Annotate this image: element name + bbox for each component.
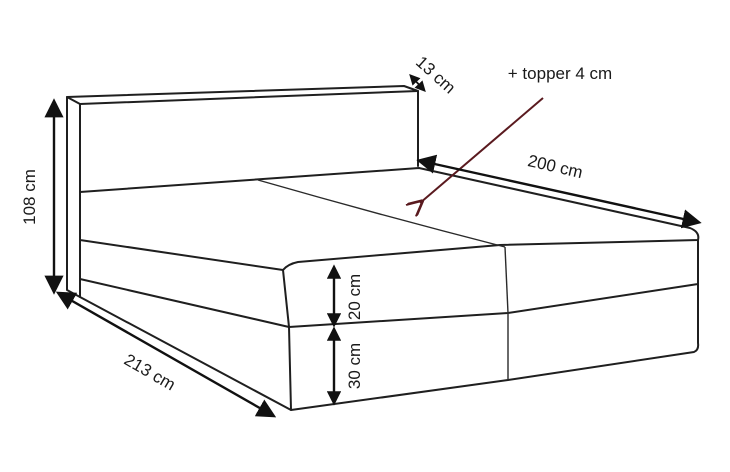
height-dimension: 108 cm [20,98,64,295]
headboard-top [66,85,419,105]
mattress-split-line [257,179,506,248]
headboard-depth-arrow [409,74,426,92]
width-dimension: 213 cm [55,291,277,418]
base-height-label: 30 cm [345,343,364,389]
base-side [79,278,292,411]
mattress-height-dimension: 20 cm [326,264,364,328]
length-dimension: 200 cm [416,151,702,229]
headboard-depth-label: 13 cm [412,52,459,97]
headboard-side [66,96,81,298]
topper-arrow [420,97,544,203]
length-arrow [416,154,702,229]
mattress [79,167,700,328]
mattress-height-label: 20 cm [345,274,364,320]
width-arrow [55,291,277,418]
topper-label: + topper 4 cm [508,64,612,83]
height-label: 108 cm [20,169,39,225]
base-front [288,283,700,411]
base-height-dimension: 30 cm [326,326,364,406]
mattress-top-surface [79,167,700,271]
headboard [66,85,419,298]
mattress-front-split [504,246,509,314]
length-label: 200 cm [526,151,585,182]
